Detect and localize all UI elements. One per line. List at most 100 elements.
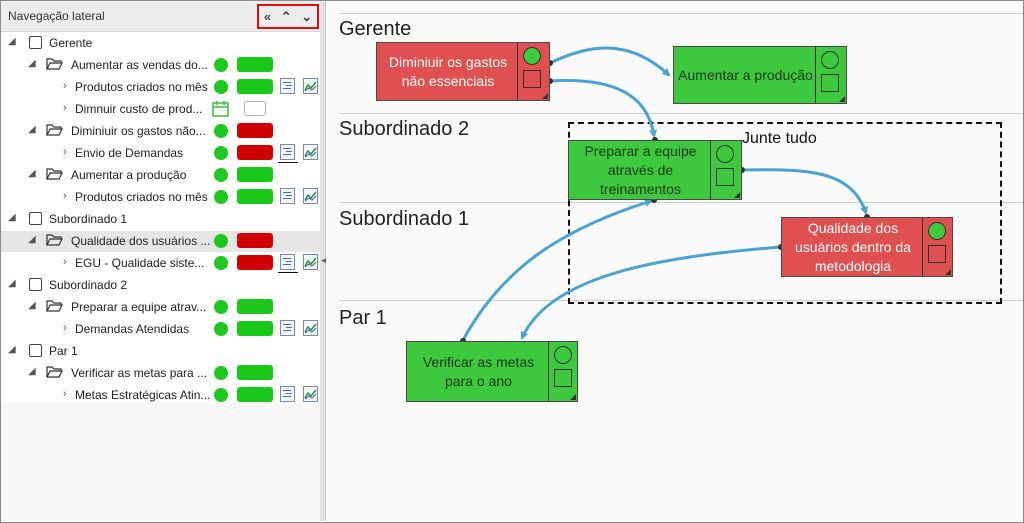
card-title: Verificar as metas para o ano	[422, 353, 535, 389]
card-qualidade-usuarios[interactable]: Qualidade dos usuários dentro da metodol…	[781, 217, 953, 277]
group-checkbox[interactable]	[29, 278, 42, 291]
tree-indicator[interactable]: › Envio de Demandas	[1, 143, 320, 164]
tree-objective[interactable]: ◢ Preparar a equipe atrav...	[1, 297, 320, 318]
tree-objective[interactable]: ◢ Diminiuir os gastos não...	[1, 121, 320, 142]
tree-objective[interactable]: ◢ Aumentar as vendas do...	[1, 55, 320, 76]
map-canvas[interactable]: Gerente Subordinado 2 Subordinado 1 Par …	[326, 1, 1023, 521]
tree-label: Diminiuir os gastos não...	[71, 124, 206, 138]
tree-label: Dimnuir custo de prod...	[75, 102, 203, 116]
card-status-panel	[710, 141, 741, 199]
tree-group-gerente[interactable]: ◢ Gerente	[1, 33, 320, 54]
card-status-panel	[922, 218, 952, 276]
chart-icon[interactable]	[303, 188, 318, 204]
link-equipe-to-qualidade	[741, 168, 868, 215]
tree-indicator[interactable]: › Metas Estratégicas Atin...	[1, 385, 320, 406]
calendar-icon	[212, 101, 229, 117]
resize-corner-icon[interactable]	[839, 96, 845, 102]
status-square-icon	[554, 369, 572, 387]
expand-toggle-icon[interactable]: ◢	[28, 300, 36, 311]
link-metas-to-equipe	[461, 198, 653, 341]
details-icon[interactable]	[280, 320, 295, 336]
tree-indicator[interactable]: › Demandas Atendidas	[1, 319, 320, 340]
expand-toggle-icon[interactable]: ◢	[28, 168, 36, 179]
expand-toggle-icon[interactable]: ◢	[8, 278, 16, 289]
expand-toggle-icon[interactable]: ◢	[28, 58, 36, 69]
card-preparar-equipe[interactable]: Preparar a equipe através de treinamento…	[568, 140, 742, 200]
chevron-right-icon[interactable]: ›	[63, 80, 67, 92]
splitter-collapse-icon[interactable]: ◀	[321, 255, 328, 265]
status-bar	[237, 189, 273, 204]
chevron-right-icon[interactable]: ›	[63, 322, 67, 334]
group-box[interactable]	[568, 122, 1002, 304]
chart-icon[interactable]	[303, 78, 318, 94]
collapse-all-icon[interactable]: ⌃	[280, 9, 292, 24]
expand-all-icon[interactable]: ⌄	[301, 9, 313, 24]
card-verificar-metas[interactable]: Verificar as metas para o ano	[406, 341, 578, 402]
chart-icon[interactable]	[303, 320, 318, 336]
status-dot	[214, 190, 228, 204]
chart-icon[interactable]	[303, 144, 318, 160]
lane-label-par-1: Par 1	[339, 307, 387, 329]
details-icon[interactable]	[280, 386, 295, 402]
tree-indicator[interactable]: › Produtos criados no mês	[1, 187, 320, 208]
chevron-right-icon[interactable]: ›	[63, 102, 67, 114]
tree-group-par-1[interactable]: ◢ Par 1	[1, 341, 320, 362]
chevron-right-icon[interactable]: ›	[63, 256, 67, 268]
tree-objective[interactable]: ◢ Verificar as metas para ...	[1, 363, 320, 384]
group-checkbox[interactable]	[29, 212, 42, 225]
panel-splitter[interactable]	[320, 1, 326, 521]
expand-toggle-icon[interactable]: ◢	[28, 234, 36, 245]
lane-label-gerente: Gerente	[339, 18, 412, 40]
resize-corner-icon[interactable]	[542, 93, 548, 99]
tree-objective[interactable]: ◢ Aumentar a produção	[1, 165, 320, 186]
tree-label: Verificar as metas para ...	[71, 366, 208, 380]
card-status-panel	[517, 43, 549, 100]
lane-divider	[339, 13, 1023, 14]
chevron-right-icon[interactable]: ›	[63, 146, 67, 158]
card-diminiuir-gastos[interactable]: Diminiuir os gastos não essenciais	[376, 42, 550, 101]
chart-icon[interactable]	[303, 254, 318, 270]
group-checkbox[interactable]	[29, 344, 42, 357]
expand-toggle-icon[interactable]: ◢	[8, 36, 16, 47]
expand-toggle-icon[interactable]: ◢	[28, 366, 36, 377]
status-circle-icon	[928, 222, 946, 240]
card-aumentar-producao[interactable]: Aumentar a produção	[673, 46, 847, 104]
tree-indicator[interactable]: › EGU - Qualidade siste...	[1, 253, 320, 274]
details-icon[interactable]	[280, 254, 295, 270]
tree-label: Par 1	[49, 344, 78, 358]
status-dot	[214, 300, 228, 314]
details-icon[interactable]	[280, 78, 295, 94]
underline-marker	[278, 272, 298, 273]
tree-label: Envio de Demandas	[75, 146, 184, 160]
link-qualidade-to-metas	[520, 245, 782, 340]
status-bar	[237, 365, 273, 380]
chevron-right-icon[interactable]: ›	[63, 190, 67, 202]
tree-indicator[interactable]: › Produtos criados no mês	[1, 77, 320, 98]
tree-group-subordinado-2[interactable]: ◢ Subordinado 2	[1, 275, 320, 296]
chart-icon[interactable]	[303, 386, 318, 402]
tree-label: Qualidade dos usuários ...	[71, 234, 211, 248]
resize-corner-icon[interactable]	[570, 394, 576, 400]
expand-toggle-icon[interactable]: ◢	[8, 344, 16, 355]
tree-indicator[interactable]: › Dimnuir custo de prod...	[1, 99, 320, 120]
resize-corner-icon[interactable]	[945, 269, 951, 275]
tree-objective-selected[interactable]: ◢ Qualidade dos usuários ...	[1, 231, 320, 252]
status-dot	[214, 58, 228, 72]
status-circle-icon	[554, 346, 572, 364]
sidebar-empty-area	[1, 403, 321, 521]
status-bar	[237, 145, 273, 160]
tree-group-subordinado-1[interactable]: ◢ Subordinado 1	[1, 209, 320, 230]
folder-open-icon	[46, 300, 63, 312]
status-dot	[214, 234, 228, 248]
collapse-panel-icon[interactable]: «	[263, 9, 272, 24]
navigation-controls: « ⌃ ⌄	[257, 4, 319, 29]
tree-label: Produtos criados no mês	[75, 80, 208, 94]
details-icon[interactable]	[280, 188, 295, 204]
chevron-right-icon[interactable]: ›	[63, 388, 67, 400]
expand-toggle-icon[interactable]: ◢	[8, 212, 16, 223]
expand-toggle-icon[interactable]: ◢	[28, 124, 36, 135]
resize-corner-icon[interactable]	[734, 192, 740, 198]
group-checkbox[interactable]	[29, 36, 42, 49]
details-icon[interactable]	[280, 144, 295, 160]
status-bar	[237, 57, 273, 72]
